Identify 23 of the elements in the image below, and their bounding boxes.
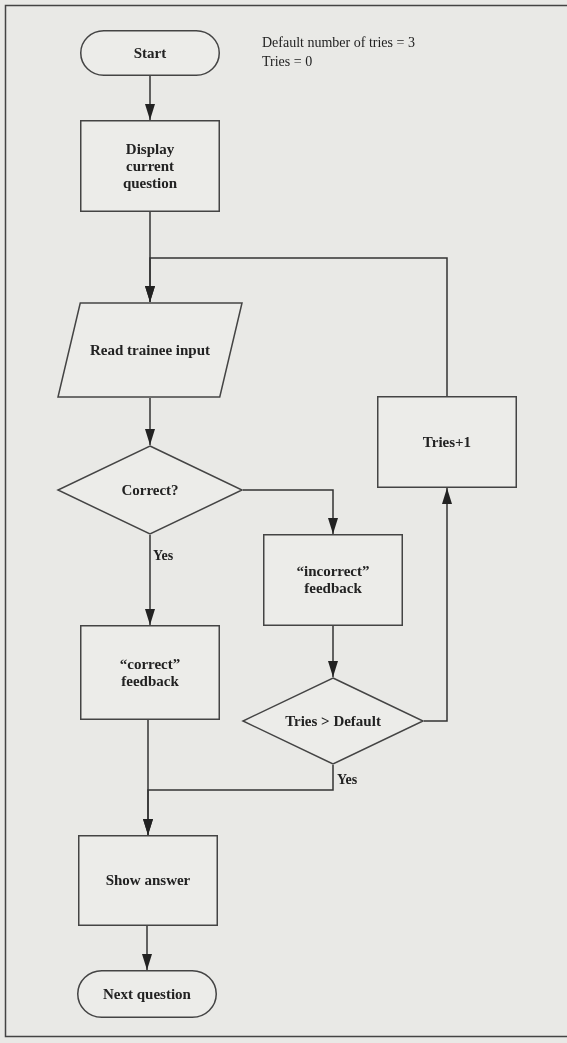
node-label: Correct? bbox=[121, 481, 179, 499]
node-label: Tries > Default bbox=[285, 712, 381, 730]
note-text: Default number of tries = 3 bbox=[262, 34, 415, 51]
node-label: “correct” feedback bbox=[118, 655, 182, 690]
node-label: Read trainee input bbox=[90, 341, 210, 359]
arrow bbox=[145, 257, 448, 397]
node-label: Tries+1 bbox=[422, 433, 472, 451]
arrow bbox=[328, 625, 338, 678]
note-text: Tries = 0 bbox=[262, 53, 313, 70]
arrow bbox=[145, 75, 155, 121]
edge-label: Yes bbox=[152, 548, 175, 563]
arrow bbox=[145, 397, 155, 446]
arrow bbox=[143, 719, 153, 836]
arrow bbox=[145, 534, 155, 626]
node-label: Display current question bbox=[121, 140, 179, 192]
node-label: Show answer bbox=[105, 872, 191, 889]
node-label: Next question bbox=[103, 985, 191, 1003]
arrow bbox=[423, 487, 452, 722]
edge-label: Yes bbox=[336, 772, 359, 787]
node-label: Start bbox=[133, 44, 167, 62]
node-label: “incorrect” feedback bbox=[295, 563, 371, 597]
arrow bbox=[142, 925, 152, 971]
arrow bbox=[242, 489, 338, 535]
